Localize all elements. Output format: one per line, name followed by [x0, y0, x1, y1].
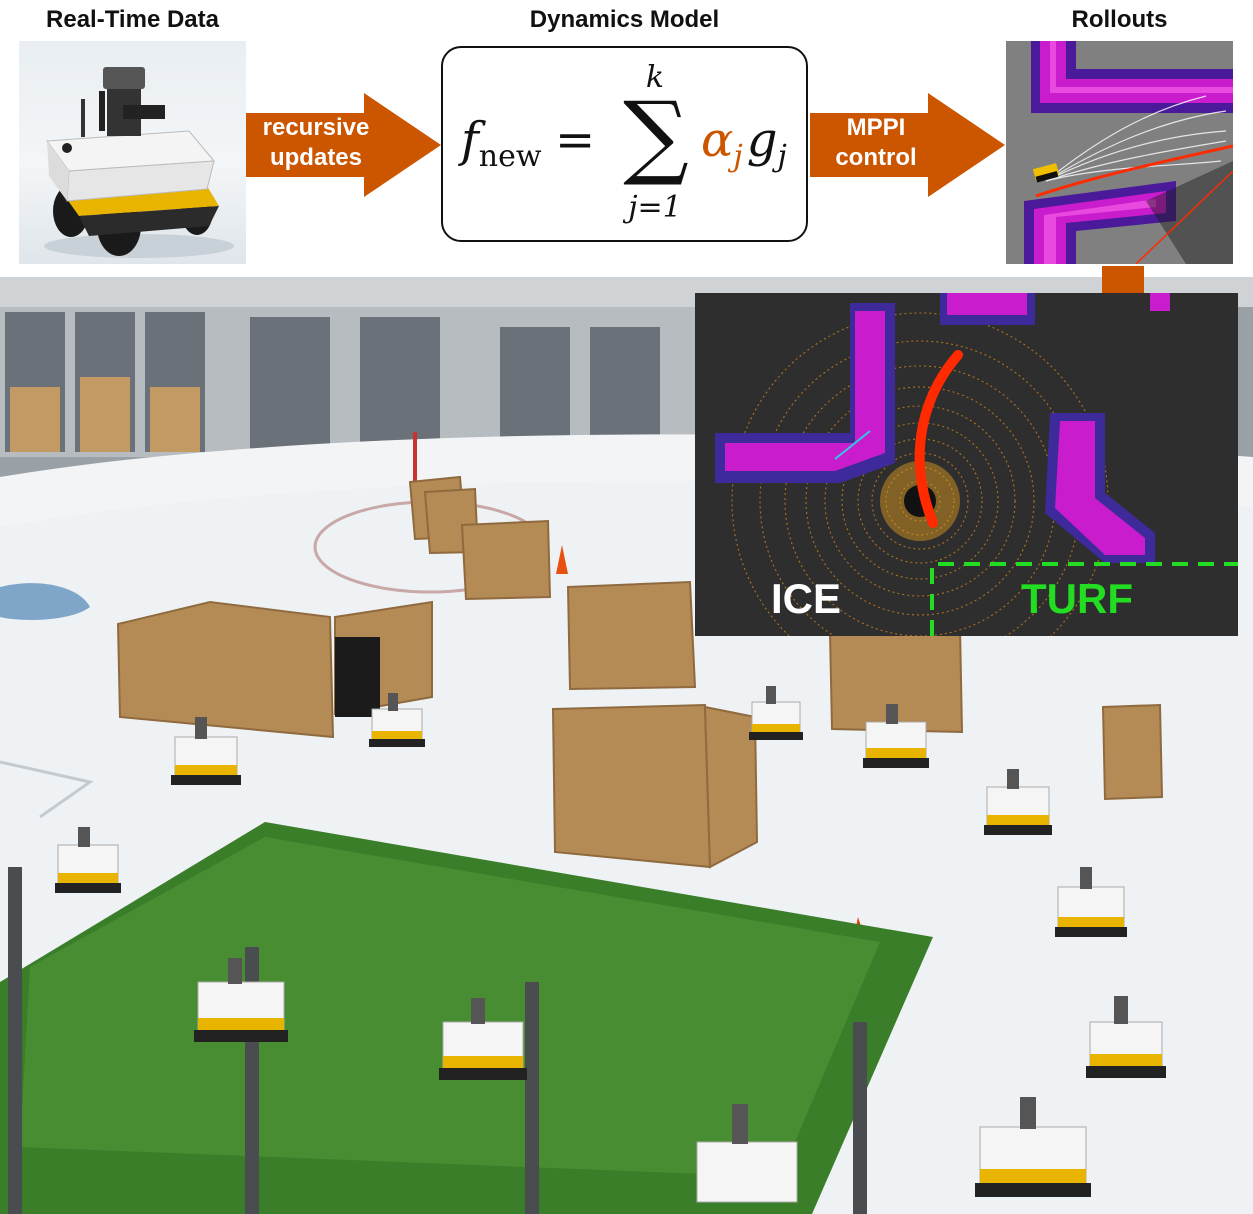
costmap-overlay: ICE TURF: [695, 293, 1238, 636]
mppi-control-arrow: [810, 93, 1005, 197]
formula-sum-upper: k: [645, 60, 665, 95]
ice-label: ICE: [771, 575, 842, 622]
formula-sum-lower: j=1: [628, 190, 682, 225]
rollouts-illustration: [1006, 41, 1233, 264]
mppi-line2: control: [835, 144, 917, 171]
arena-photo: [0, 277, 1253, 1214]
costmap-illustration: [695, 293, 1238, 636]
recursive-updates-arrow: [246, 93, 441, 197]
mppi-line1: MPPI: [846, 114, 906, 141]
mppi-control-label: MPPI control: [810, 113, 942, 173]
formula-f-subscript: new: [478, 139, 542, 174]
header-dynamics-model: Dynamics Model: [529, 6, 720, 33]
formula-g: g: [746, 112, 778, 168]
robot-illustration: [44, 67, 234, 258]
formula-lhs: fnew: [461, 112, 542, 174]
formula-rhs: αjgj: [701, 112, 787, 174]
formula-equals: =: [555, 112, 596, 168]
rollouts-image: [1006, 41, 1233, 264]
turf-label: TURF: [1021, 575, 1133, 622]
arena-illustration: [0, 277, 1253, 1214]
formula-g-subscript: j: [777, 139, 787, 174]
recursive-line2: updates: [269, 144, 362, 171]
header-rollouts: Rollouts: [1071, 6, 1168, 33]
formula-alpha-subscript: j: [733, 139, 743, 174]
arena-robots: [55, 686, 1166, 1203]
formula-sum: ∑: [623, 82, 689, 189]
formula-f: f: [461, 112, 479, 168]
recursive-line1: recursive: [262, 114, 370, 141]
dynamics-formula-box: fnew = k ∑ j=1 αjgj: [441, 46, 808, 242]
recursive-updates-label: recursive updates: [246, 113, 386, 173]
formula-alpha: α: [701, 112, 734, 168]
robot-photo: [19, 41, 246, 264]
header-realtime-data: Real-Time Data: [46, 6, 219, 33]
